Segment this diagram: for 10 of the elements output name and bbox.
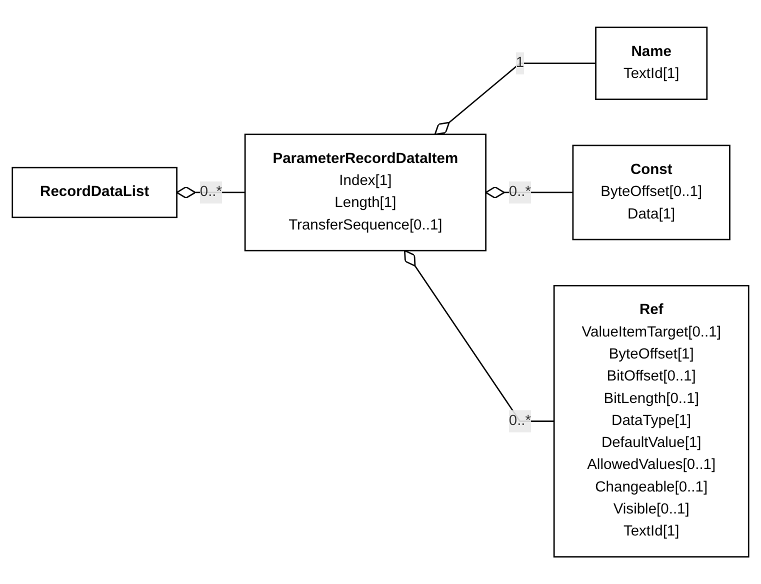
aggregation-line [404, 250, 554, 422]
class-box: RecordDataList [12, 166, 178, 218]
class-box: Const ByteOffset[0..1] Data[1] [572, 144, 730, 240]
aggregation-line [485, 186, 573, 199]
class-diagram: 0..* 1 0..* 0..* RecordDataList ParameterRecordDataItem Index[1] Length[1] TransferSequence[0..1] Name TextId[1] Const ByteOffset[0..1] Data[1] Ref ValueItemTarget[0..1] ByteOffset[1] BitOffset[0..1] BitLength[0..1] DataType[1] DefaultValue[1] AllowedValues[0..1] Changeable[0..1] Visible[0..1] TextId[1] [5, 20, 756, 564]
class-box: Ref ValueItemTarget[0..1] ByteOffset[1] BitOffset[0..1] BitLength[0..1] DataType[1] DefaultValue[1] AllowedValues[0..1] Changeable[0..1] Visible[0..1] TextId[1] [553, 284, 750, 558]
class-box: ParameterRecordDataItem Index[1] Length[1] TransferSequence[0..1] [244, 134, 486, 252]
aggregation-line [434, 62, 596, 135]
class-box: Name TextId[1] [595, 26, 708, 100]
aggregation-line [176, 186, 246, 199]
